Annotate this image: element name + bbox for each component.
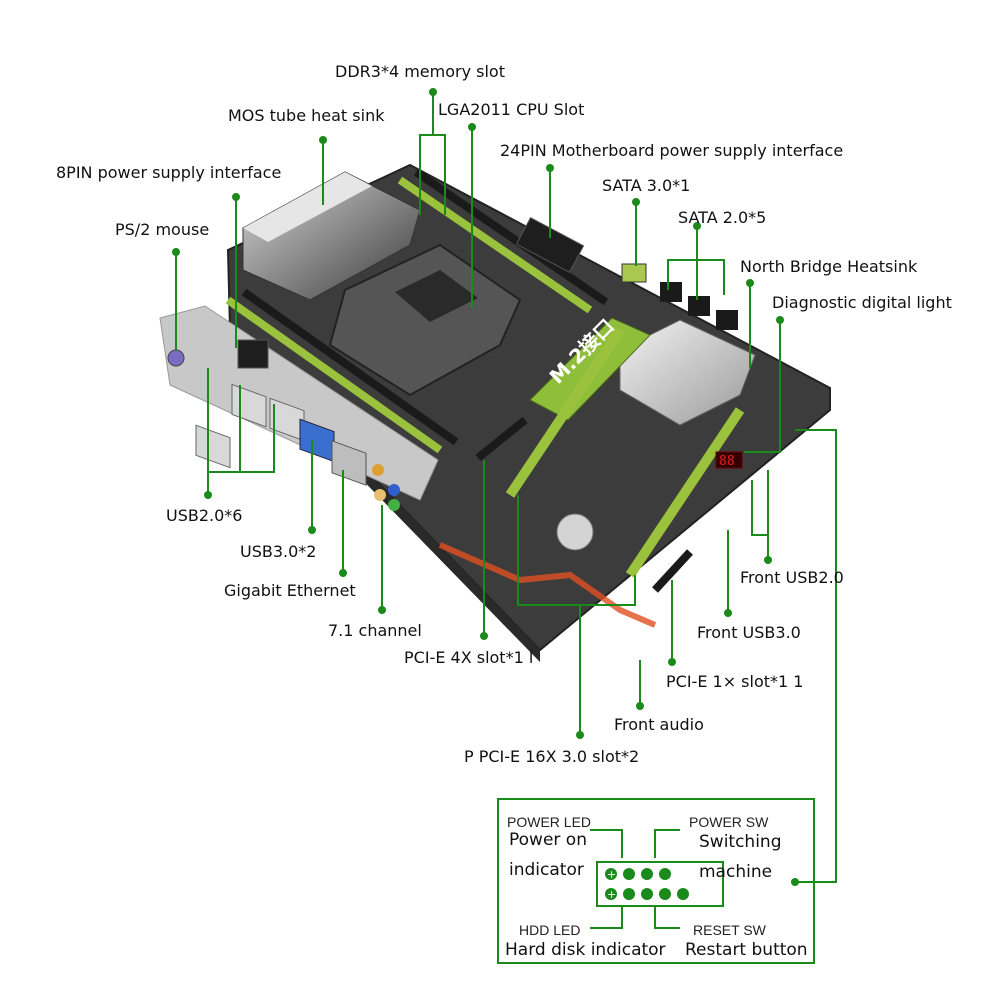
audio-jack-3 bbox=[388, 499, 400, 511]
label-ethernet: Gigabit Ethernet bbox=[224, 581, 356, 600]
panel-power-led: POWER LED bbox=[507, 814, 592, 830]
ethernet-port bbox=[331, 440, 367, 486]
front-panel-header-box: + + POWER LED Power on indicator POWER S… bbox=[497, 798, 815, 964]
header-pins: + + bbox=[596, 861, 724, 907]
panel-reset-desc: Restart button bbox=[685, 940, 808, 960]
panel-indicator: indicator bbox=[509, 860, 584, 880]
8pin-connector bbox=[237, 339, 269, 369]
label-pcie16x: P PCI-E 16X 3.0 slot*2 bbox=[464, 747, 640, 766]
label-usb2: USB2.0*6 bbox=[166, 506, 243, 525]
ddr3-pointer bbox=[419, 134, 446, 215]
sata2-port-2 bbox=[688, 296, 710, 316]
label-atx24: 24PIN Motherboard power supply interface bbox=[500, 141, 844, 160]
diag-pointer bbox=[744, 320, 781, 453]
cmos-battery bbox=[556, 513, 594, 551]
label-sata3: SATA 3.0*1 bbox=[602, 176, 691, 195]
panel-hdd-desc: Hard disk indicator bbox=[505, 940, 666, 960]
svg-text:+: + bbox=[607, 888, 616, 901]
mos-heatsink-top bbox=[243, 172, 372, 242]
usb2-port-1 bbox=[195, 424, 231, 469]
panel-power-on: Power on bbox=[509, 830, 587, 850]
label-audio71: 7.1 channel bbox=[328, 621, 422, 640]
sata2-port-1 bbox=[660, 282, 682, 302]
audio-jack-2 bbox=[388, 484, 400, 496]
label-sata2: SATA 2.0*5 bbox=[678, 208, 767, 227]
pcie16x-pointer bbox=[517, 495, 636, 606]
label-pcie4x: PCI-E 4X slot*1 l bbox=[404, 648, 534, 667]
diagnostic-led bbox=[715, 451, 743, 469]
label-8pin: 8PIN power supply interface bbox=[56, 163, 282, 182]
panel-reset-sw: RESET SW bbox=[693, 922, 766, 938]
panel-bracket-br bbox=[654, 904, 680, 929]
label-front-usb3: Front USB3.0 bbox=[697, 623, 801, 642]
diagnostic-led-digits: 88 bbox=[719, 454, 735, 469]
label-diagnostic: Diagnostic digital light bbox=[772, 293, 952, 312]
label-north-bridge: North Bridge Heatsink bbox=[740, 257, 918, 276]
label-lga: LGA2011 CPU Slot bbox=[438, 100, 585, 119]
pcie-16x-slots bbox=[505, 327, 745, 578]
label-front-usb2: Front USB2.0 bbox=[740, 568, 844, 587]
panel-bracket-tr bbox=[654, 829, 680, 858]
svg-text:+: + bbox=[607, 868, 616, 881]
panel-bracket-bl bbox=[590, 904, 623, 929]
io-shield bbox=[159, 305, 439, 501]
sata2-port-3 bbox=[716, 310, 738, 330]
panel-power-sw: POWER SW bbox=[689, 814, 769, 830]
ddr3-slots bbox=[225, 168, 609, 454]
24pin-connector bbox=[515, 216, 585, 274]
audio-jack-1 bbox=[372, 464, 384, 476]
label-ps2: PS/2 mouse bbox=[115, 220, 210, 239]
rgb-trace bbox=[438, 542, 657, 628]
label-ddr3: DDR3*4 memory slot bbox=[335, 62, 505, 81]
label-pcie1x: PCI-E 1× slot*1 1 bbox=[666, 672, 804, 691]
label-mos: MOS tube heat sink bbox=[228, 106, 385, 125]
panel-switching: Switching bbox=[699, 832, 782, 852]
panel-machine: machine bbox=[699, 862, 773, 882]
sata3-port bbox=[621, 263, 647, 283]
audio-jack-4 bbox=[374, 489, 386, 501]
cpu-socket-center bbox=[395, 270, 478, 322]
north-bridge-heatsink bbox=[619, 319, 756, 426]
panel-hdd-led: HDD LED bbox=[519, 922, 581, 938]
label-front-audio: Front audio bbox=[614, 715, 704, 734]
label-usb3: USB3.0*2 bbox=[240, 542, 317, 561]
front-panel-pointer bbox=[795, 429, 837, 883]
pcie-1x-slot bbox=[652, 549, 693, 593]
pcie-4x-slot bbox=[475, 416, 528, 462]
panel-bracket-tl bbox=[590, 829, 623, 858]
front-usb2-pointer bbox=[751, 470, 769, 536]
